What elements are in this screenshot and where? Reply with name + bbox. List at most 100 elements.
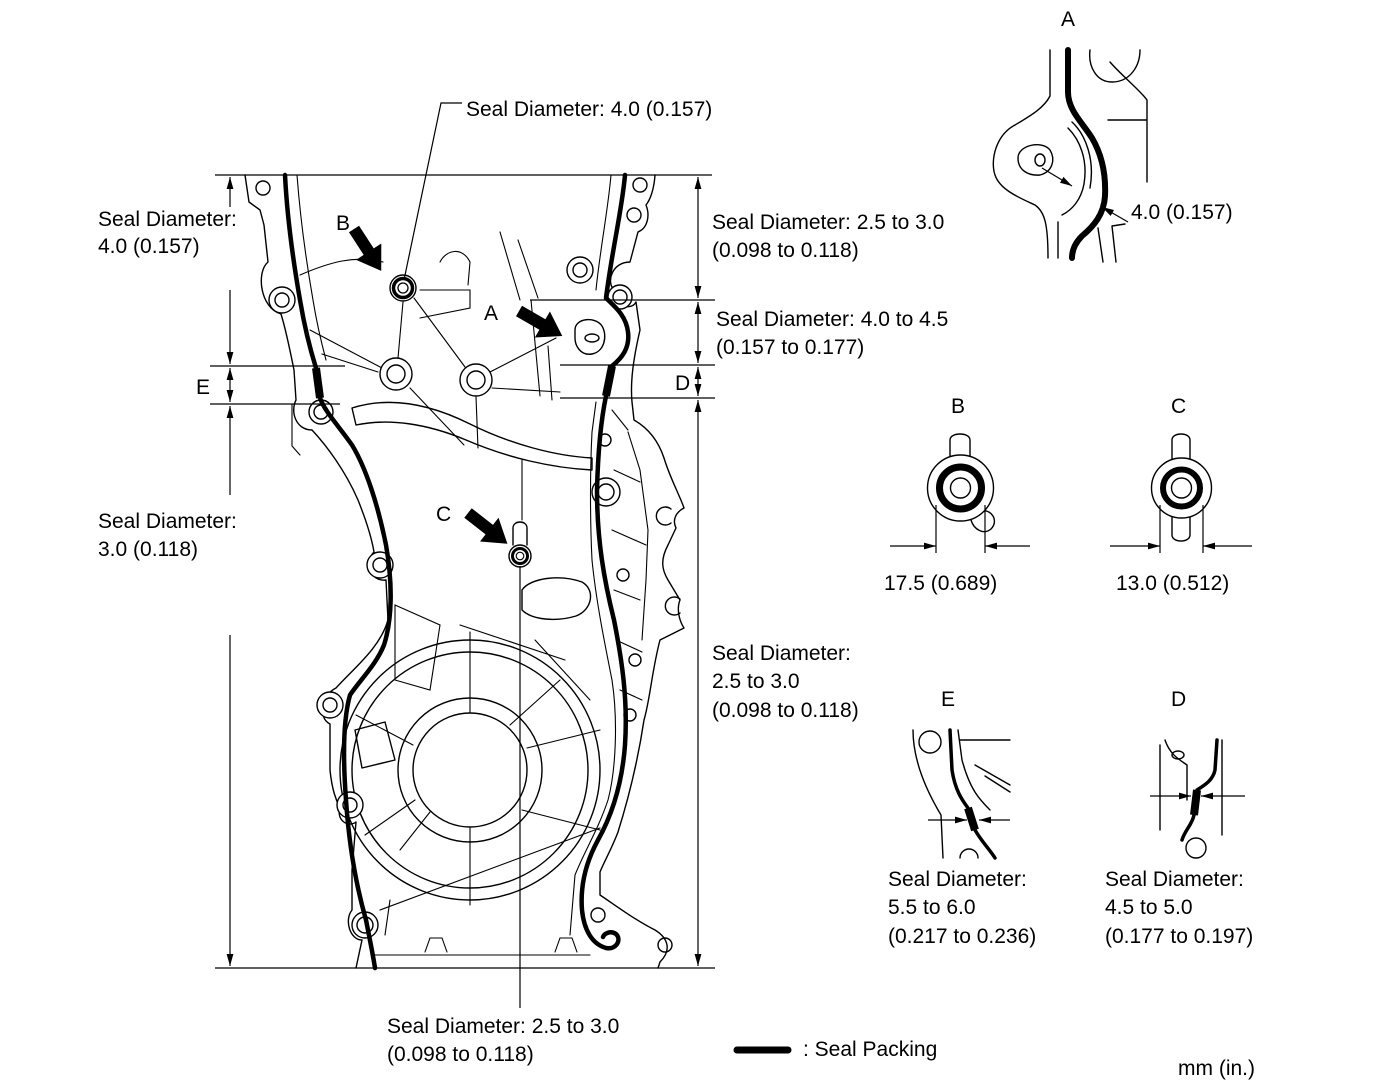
detail-b-seal-ring — [936, 463, 985, 513]
detail-e-seal-packing — [948, 728, 997, 860]
detail-e-label-line3: (0.217 to 0.236) — [888, 925, 1036, 948]
detail-e-seal-section — [964, 806, 979, 832]
seal-right-lower-label-line2: 2.5 to 3.0 — [712, 670, 800, 693]
seal-ring-b — [389, 274, 417, 302]
detail-d-label-line2: 4.5 to 5.0 — [1105, 896, 1193, 919]
detail-c-tab-bottom — [1171, 513, 1191, 542]
dimension-extension-lines — [210, 174, 715, 969]
bolt-hole — [626, 207, 642, 223]
detail-b-dimension: 17.5 (0.689) — [884, 572, 997, 595]
main-cover-view: Seal Diameter: 4.0 (0.157) Seal Diameter… — [98, 98, 948, 1066]
boss-left-hole — [386, 364, 406, 384]
seal-left-lower-label-line1: Seal Diameter: — [98, 510, 237, 533]
detail-e-bolt-hole — [918, 730, 942, 754]
seal-ring-c-hole — [515, 551, 525, 561]
bolt-boss — [316, 691, 344, 719]
detail-b-tab — [949, 433, 971, 463]
detail-d-contour — [1159, 739, 1223, 836]
detail-a-seal-packing — [1065, 47, 1109, 261]
seal-right-middle-label-line2: (0.157 to 0.177) — [716, 336, 864, 359]
detail-e-label-line2: 5.5 to 6.0 — [888, 896, 976, 919]
slotted-mount — [655, 506, 672, 526]
detail-a-contour — [992, 49, 1148, 263]
seal-packing-left — [282, 172, 393, 971]
detail-a-dim-arrow — [1101, 206, 1129, 223]
detail-d-label-line3: (0.177 to 0.197) — [1105, 925, 1253, 948]
seal-packing-section-d — [602, 365, 616, 397]
detail-d-seal-section — [1190, 789, 1201, 816]
bolt-boss — [336, 791, 364, 819]
slotted-mount — [664, 596, 681, 616]
seal-right-lower-label-line3: (0.098 to 0.118) — [712, 699, 859, 722]
cover-inner-walls — [291, 174, 649, 936]
bolt-hole — [616, 568, 630, 582]
detail-a-hole — [1034, 153, 1046, 167]
seal-right-lower-label-line1: Seal Diameter: — [712, 642, 851, 665]
seal-packing-right — [579, 172, 631, 951]
bolt-boss — [566, 256, 594, 284]
legend: : Seal Packing — [733, 1038, 937, 1061]
detail-c-hole — [1170, 477, 1193, 499]
detail-b: B 17.5 (0.689) — [884, 395, 1030, 595]
legend-seal-packing-text: : Seal Packing — [803, 1038, 937, 1061]
seal-right-upper-label-line1: Seal Diameter: 2.5 to 3.0 — [712, 211, 944, 234]
seal-left-upper-label-line2: 4.0 (0.157) — [98, 235, 200, 258]
bolt-hole — [657, 937, 673, 953]
boss-a-hole — [584, 333, 600, 343]
boss-right — [459, 363, 493, 397]
detail-d-label-line1: Seal Diameter: — [1105, 868, 1244, 891]
lower-ribs — [355, 459, 601, 956]
detail-a-slot — [1061, 121, 1093, 216]
crank-bore-outer — [339, 639, 601, 901]
oval-slot — [521, 577, 592, 621]
bolt-hole — [255, 180, 271, 196]
callout-c: C — [436, 503, 451, 526]
seal-left-upper-label-line1: Seal Diameter: — [98, 208, 237, 231]
detail-a-dimension: 4.0 (0.157) — [1131, 201, 1233, 224]
boss-right-hole — [466, 370, 486, 390]
seal-right-middle-label-line1: Seal Diameter: 4.0 to 4.5 — [716, 308, 948, 331]
detail-e: E Seal Diameter: 5.5 to 6.0 (0.217 to 0.… — [888, 688, 1036, 948]
bracket — [354, 721, 396, 769]
arrow-a — [516, 305, 563, 338]
leader-top — [403, 102, 462, 281]
arrow-b — [348, 225, 382, 271]
detail-a-title: A — [1061, 8, 1075, 31]
callout-e: E — [196, 376, 210, 399]
bolt-boss — [268, 286, 296, 314]
detail-c-dimension: 13.0 (0.512) — [1116, 572, 1229, 595]
bolt-hole — [322, 697, 338, 713]
detail-e-boss — [959, 848, 979, 859]
callout-a: A — [484, 302, 498, 325]
bolt-hole — [274, 292, 290, 308]
bolt-hole — [612, 289, 628, 305]
seal-top-leader-label: Seal Diameter: 4.0 (0.157) — [466, 98, 712, 121]
detail-d-hole — [1171, 750, 1185, 760]
curved-slot — [351, 401, 593, 471]
detail-e-label-line1: Seal Diameter: — [888, 868, 1027, 891]
detail-e-title: E — [941, 688, 955, 711]
detail-e-contour — [912, 729, 1011, 859]
bolt-hole — [590, 907, 606, 923]
seal-bottom-leader-label-line2: (0.098 to 0.118) — [387, 1043, 534, 1066]
seal-ring-b-hole — [397, 282, 409, 294]
detail-d-title: D — [1171, 688, 1186, 711]
detail-d: D Seal Diameter: 4.5 to 5.0 (0.177 to 0.… — [1105, 688, 1253, 948]
seal-ring-c — [508, 544, 532, 568]
units-label: mm (in.) — [1178, 1057, 1255, 1080]
detail-b-title: B — [951, 395, 965, 418]
seal-bottom-leader-label-line1: Seal Diameter: 2.5 to 3.0 — [387, 1015, 619, 1038]
detail-b-hole — [949, 477, 972, 499]
crank-bore-hole — [412, 712, 528, 828]
detail-c: C 13.0 (0.512) — [1110, 395, 1252, 595]
internal-bosses — [379, 357, 493, 397]
seal-ring-b-packing — [391, 276, 415, 300]
bolt-hole — [342, 797, 358, 813]
detail-c-tab-top — [1171, 433, 1191, 463]
detail-d-boss — [1185, 837, 1207, 859]
seal-c-tab — [512, 521, 528, 546]
crank-bore-ring — [351, 651, 589, 889]
bolt-holes — [255, 177, 681, 953]
upper-ribs — [299, 231, 561, 449]
detail-a-dim-arrow — [1041, 167, 1073, 187]
